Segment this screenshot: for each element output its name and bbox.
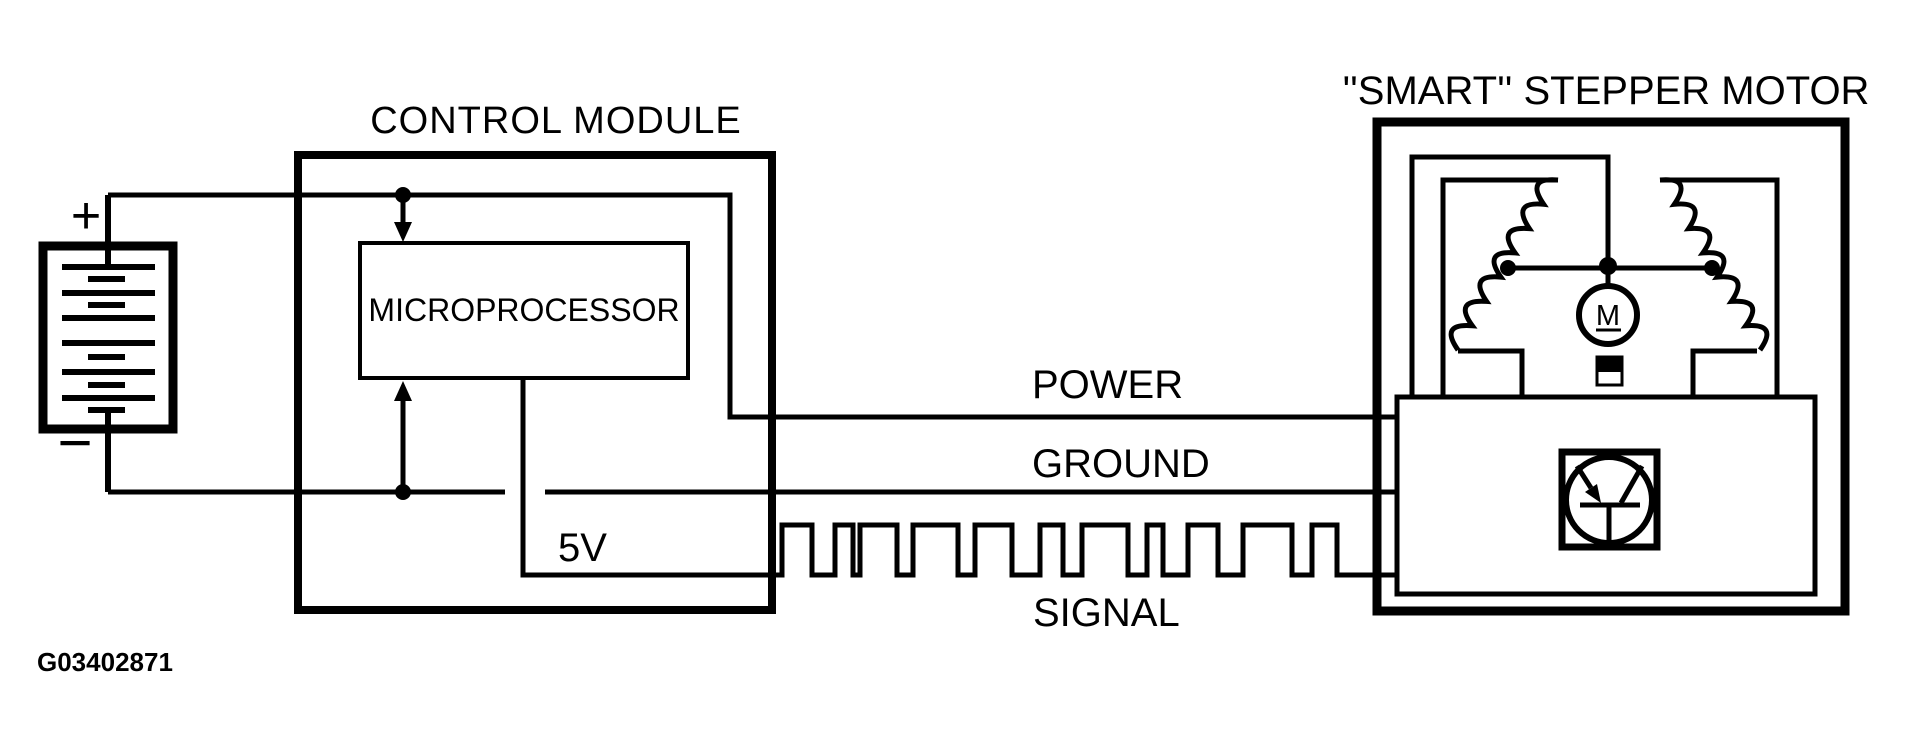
signal-wire-waveform bbox=[520, 378, 1397, 578]
stepper-motor-box bbox=[1372, 117, 1850, 616]
battery-box bbox=[38, 241, 178, 434]
coil-icon-right bbox=[1659, 177, 1770, 352]
battery-plates bbox=[62, 195, 155, 492]
junction-dot bbox=[395, 484, 411, 500]
arrowhead-down-icon bbox=[394, 222, 412, 242]
coil-icon-left bbox=[1448, 177, 1559, 352]
battery-negative-symbol: − bbox=[57, 409, 92, 476]
ground-tap-arrow-icon bbox=[394, 381, 412, 500]
junction-dot bbox=[1599, 257, 1617, 275]
power-wire-label: POWER bbox=[1032, 363, 1183, 407]
junction-dot bbox=[1500, 260, 1516, 276]
battery-icon: + − bbox=[38, 187, 178, 492]
control-module: CONTROL MODULE MICROPROCESSOR 5V bbox=[294, 100, 776, 614]
stepper-motor-title: ''SMART'' STEPPER MOTOR bbox=[1343, 69, 1870, 113]
battery-positive-symbol: + bbox=[71, 187, 101, 245]
left-coil-feed-wire bbox=[1440, 177, 1558, 397]
right-coil-feed-wire bbox=[1660, 177, 1780, 397]
stepper-motor: ''SMART'' STEPPER MOTOR M bbox=[1343, 69, 1870, 616]
center-tap-wire bbox=[1409, 154, 1611, 397]
motor-housing-box bbox=[1394, 394, 1818, 597]
microprocessor-box bbox=[358, 241, 690, 380]
transistor-icon bbox=[1558, 448, 1661, 551]
motor-icon: M bbox=[1576, 283, 1640, 347]
signal-wire-label: SIGNAL bbox=[1033, 591, 1180, 635]
right-coil-return-wire bbox=[1690, 348, 1757, 397]
motor-internal-wiring bbox=[1409, 154, 1780, 397]
ground-wire-label: GROUND bbox=[1032, 442, 1210, 486]
control-module-title: CONTROL MODULE bbox=[370, 100, 742, 142]
left-coil-return-wire bbox=[1458, 348, 1525, 397]
microprocessor-label: MICROPROCESSOR bbox=[368, 292, 679, 328]
control-module-box bbox=[294, 151, 776, 614]
power-wire bbox=[108, 192, 1399, 420]
connector-icon bbox=[1595, 355, 1624, 387]
motor-symbol-label: M bbox=[1596, 300, 1620, 332]
transistor-emitter-arrowhead bbox=[1585, 484, 1601, 503]
junction-dot bbox=[1704, 260, 1720, 276]
arrowhead-up-icon bbox=[394, 381, 412, 401]
power-tap-arrow-icon bbox=[394, 187, 412, 242]
figure-id: G03402871 bbox=[37, 647, 173, 677]
harness-wires bbox=[108, 192, 1399, 578]
signal-voltage-label: 5V bbox=[558, 526, 607, 570]
